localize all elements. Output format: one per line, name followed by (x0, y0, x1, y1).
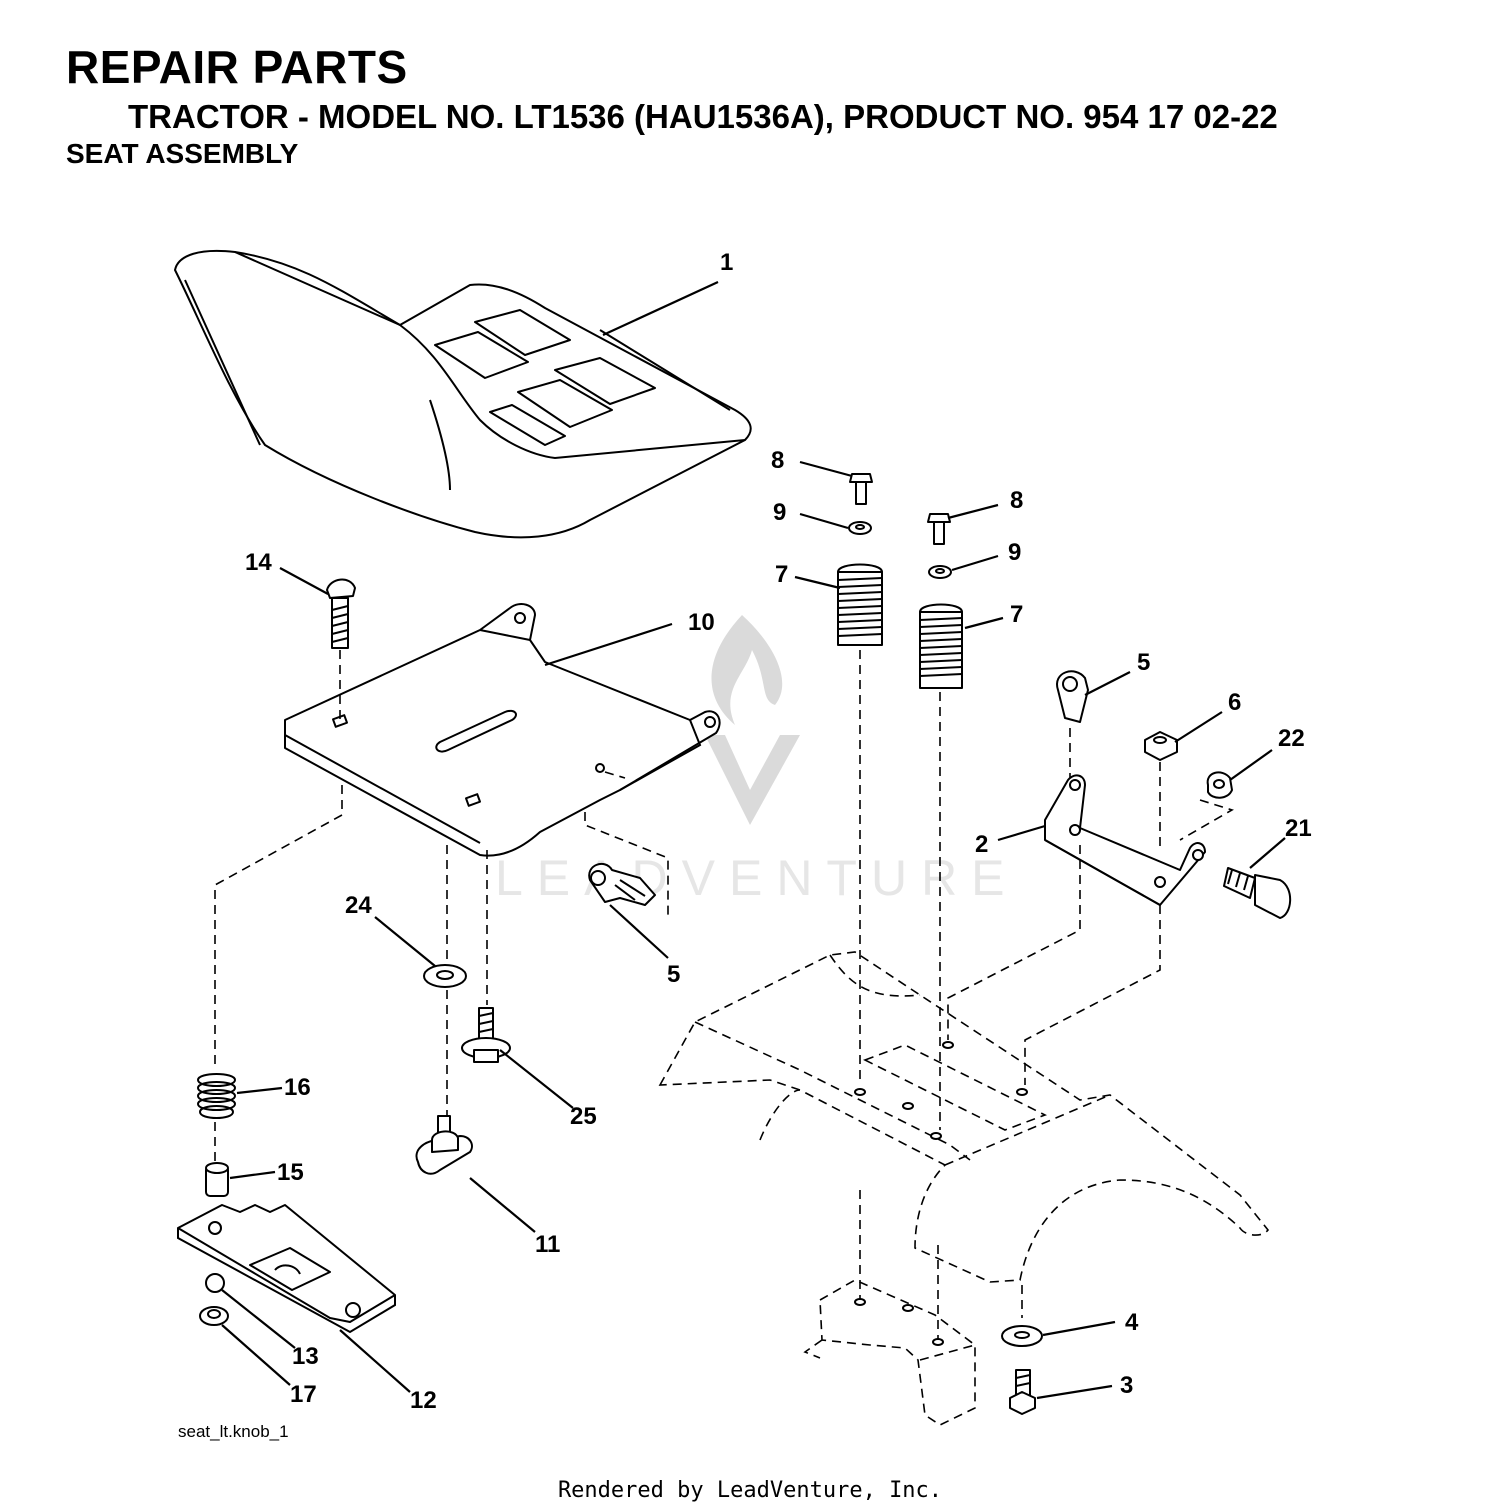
callout-6: 6 (1228, 689, 1241, 716)
hex-bolt-8b-part[interactable] (927, 513, 951, 545)
callout-8-right: 8 (1010, 487, 1023, 514)
spacer-part[interactable] (205, 1162, 229, 1197)
flat-washer-part[interactable] (423, 964, 467, 988)
seat-clip-right-part[interactable] (1056, 670, 1089, 723)
callout-7-left: 7 (775, 561, 788, 588)
flat-washer-4-part[interactable] (1001, 1325, 1043, 1347)
compression-spring-7b-part[interactable] (919, 603, 963, 689)
callout-8-left: 8 (771, 447, 784, 474)
shoulder-bolt-part[interactable] (461, 1007, 511, 1063)
callout-5-left: 5 (667, 961, 680, 988)
compression-spring-small-part[interactable] (197, 1073, 237, 1119)
carriage-bolt-part[interactable] (325, 292, 356, 649)
callout-14: 14 (245, 549, 272, 576)
footer-credit: Rendered by LeadVenture, Inc. (557, 1478, 943, 1503)
section-title: SEAT ASSEMBLY (66, 138, 299, 169)
callout-1: 1 (720, 249, 733, 276)
flange-nut-17-part[interactable] (199, 1306, 229, 1326)
callout-17: 17 (290, 1381, 317, 1408)
callout-5-right: 5 (1137, 649, 1150, 676)
tractor-frame-reference (658, 951, 1270, 1426)
compression-spring-7a-part[interactable] (837, 563, 883, 646)
callout-22: 22 (1278, 725, 1305, 752)
hex-nut-22-part[interactable] (1206, 771, 1233, 799)
seat-knob-part[interactable] (415, 1115, 473, 1175)
lock-washer-9a-part[interactable] (848, 521, 872, 535)
callout-10: 10 (688, 609, 715, 636)
watermark-text: LEADVENTURE (495, 850, 1019, 906)
callout-12: 12 (410, 1387, 437, 1414)
mount-bracket-plate-part[interactable] (177, 1204, 396, 1334)
callout-13: 13 (292, 1343, 319, 1370)
callout-24: 24 (345, 892, 372, 919)
callout-9-left: 9 (773, 499, 786, 526)
lock-washer-9b-part[interactable] (928, 565, 952, 579)
hex-nut-6-part[interactable] (1144, 731, 1178, 761)
shoulder-bolt-21-part[interactable] (1223, 867, 1292, 919)
seat-part[interactable] (174, 249, 752, 539)
seat-clip-part[interactable] (588, 862, 656, 906)
page-title: REPAIR PARTS (66, 41, 408, 93)
callout-25: 25 (570, 1103, 597, 1130)
callout-3: 3 (1120, 1372, 1133, 1399)
callout-4: 4 (1125, 1309, 1139, 1336)
callout-2: 2 (975, 831, 988, 858)
callout-9-right: 9 (1008, 539, 1021, 566)
hex-bolt-3-part[interactable] (1009, 1369, 1036, 1415)
callout-21: 21 (1285, 815, 1312, 842)
callout-15: 15 (277, 1159, 304, 1186)
figure-id: seat_lt.knob_1 (178, 1422, 289, 1441)
callout-16: 16 (284, 1074, 311, 1101)
seat-panel (434, 309, 656, 446)
callout-11: 11 (535, 1231, 560, 1258)
seat-hinge-bracket-part[interactable] (1044, 774, 1206, 906)
watermark-logo (705, 615, 800, 825)
nut-13-part[interactable] (205, 1273, 225, 1293)
hex-bolt-8a-part[interactable] (849, 473, 873, 505)
seat-pan-part[interactable] (284, 603, 721, 857)
callout-7-right: 7 (1010, 601, 1023, 628)
model-subtitle: TRACTOR - MODEL NO. LT1536 (HAU1536A), P… (128, 98, 1278, 135)
